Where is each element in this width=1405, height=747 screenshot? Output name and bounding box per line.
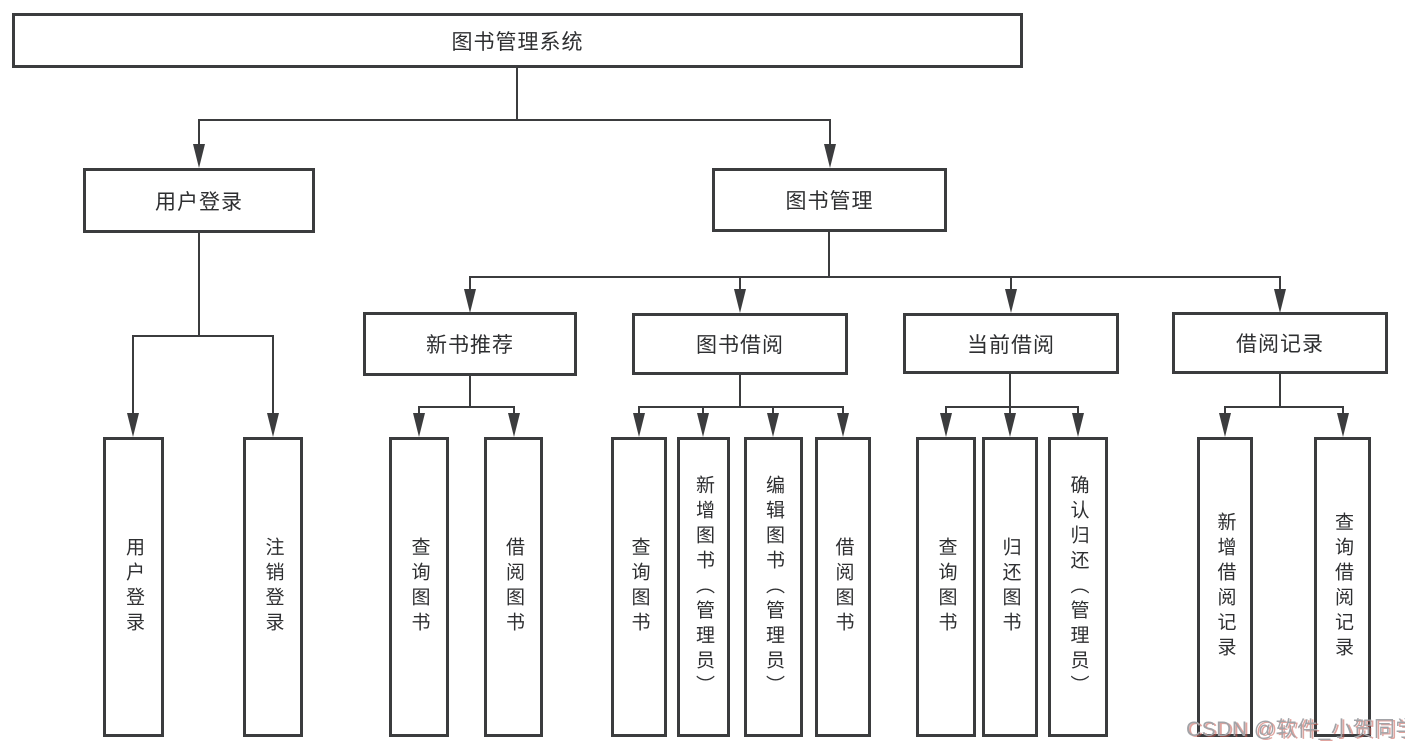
arrowhead-leaf-login <box>127 413 139 437</box>
leaf-add-books-admin: 新增图书（管理员） <box>677 437 730 737</box>
connector-user-login-shaft <box>198 119 200 146</box>
connector-user-login-stem <box>198 233 200 335</box>
leaf-add-borrow-record: 新增借阅记录 <box>1197 437 1253 737</box>
leaf-borrow-books: 借阅图书 <box>815 437 871 737</box>
connector-leaf-shaft <box>702 406 704 415</box>
node-book-management: 图书管理 <box>712 168 947 232</box>
connector-book-mgmt-shaft <box>829 119 831 146</box>
leaf-query-borrow-record: 查询借阅记录 <box>1314 437 1371 737</box>
arrowhead-current-borrow <box>1005 289 1017 313</box>
leaf-query-books-current-label: 查询图书 <box>935 537 957 637</box>
leaf-borrow-books-recommend-label: 借阅图书 <box>503 537 524 637</box>
connector-borrow-records-shaft <box>1279 276 1281 291</box>
leaf-edit-books-admin: 编辑图书（管理员） <box>744 437 803 737</box>
leaf-borrow-books-label: 借阅图书 <box>832 537 854 637</box>
leaf-logout-label: 注销登录 <box>262 537 284 637</box>
arrowhead-leaf <box>697 413 709 437</box>
connector-current-borrow-bar <box>945 406 1079 408</box>
node-borrow-records-label: 借阅记录 <box>1236 333 1324 356</box>
node-book-borrow: 图书借阅 <box>632 313 848 375</box>
node-book-borrow-label: 图书借阅 <box>696 334 784 357</box>
node-new-book-recommend: 新书推荐 <box>363 312 577 376</box>
connector-leaf-shaft <box>1077 406 1079 415</box>
node-borrow-records: 借阅记录 <box>1172 312 1388 374</box>
arrowhead-new-book <box>464 289 476 313</box>
connector-book-borrow-stem <box>739 375 741 406</box>
leaf-return-books-label: 归还图书 <box>999 537 1021 637</box>
connector-leaf-shaft <box>1009 406 1011 415</box>
connector-borrow-records-stem <box>1279 374 1281 406</box>
leaf-logout: 注销登录 <box>243 437 303 737</box>
arrowhead-book-mgmt <box>824 144 836 168</box>
connector-leaf-shaft <box>772 406 774 415</box>
node-user-login: 用户登录 <box>83 168 315 233</box>
arrowhead-leaf <box>1219 413 1231 437</box>
leaf-query-books-borrow-label: 查询图书 <box>628 537 650 637</box>
arrowhead-leaf <box>633 413 645 437</box>
node-root-label: 图书管理系统 <box>451 30 584 54</box>
leaf-confirm-return-admin-label: 确认归还（管理员） <box>1067 474 1089 700</box>
connector-book-borrow-bar <box>638 406 844 408</box>
node-user-login-label: 用户登录 <box>155 190 243 214</box>
connector-leaf-shaft <box>513 406 515 415</box>
node-current-borrow-label: 当前借阅 <box>967 333 1055 357</box>
arrowhead-borrow-records <box>1274 289 1286 313</box>
connector-book-borrow-shaft <box>739 276 741 291</box>
connector-root-bar <box>198 119 831 121</box>
arrowhead-leaf <box>508 413 520 437</box>
connector-new-book-bar <box>418 406 515 408</box>
node-root: 图书管理系统 <box>12 13 1023 68</box>
leaf-edit-books-admin-label: 编辑图书（管理员） <box>763 474 784 700</box>
leaf-borrow-books-recommend: 借阅图书 <box>484 437 543 737</box>
connector-new-book-stem <box>469 376 471 406</box>
arrowhead-leaf <box>1072 413 1084 437</box>
arrowhead-leaf <box>940 413 952 437</box>
arrowhead-leaf <box>767 413 779 437</box>
connector-book-mgmt-stem <box>828 232 830 276</box>
node-new-book-recommend-label: 新书推荐 <box>426 334 514 357</box>
connector-user-login-bar <box>132 335 274 337</box>
arrowhead-leaf <box>413 413 425 437</box>
connector-borrow-records-bar <box>1224 406 1343 408</box>
arrowhead-user-login <box>193 144 205 168</box>
csdn-watermark: CSDN @软件_小贺同学 <box>1186 718 1405 741</box>
leaf-query-books-recommend: 查询图书 <box>389 437 449 737</box>
leaf-query-books-borrow: 查询图书 <box>611 437 667 737</box>
connector-leaf-logout-shaft <box>272 335 274 415</box>
connector-leaf-shaft <box>945 406 947 415</box>
connector-book-mgmt-bar <box>469 276 1281 278</box>
leaf-confirm-return-admin: 确认归还（管理员） <box>1048 437 1108 737</box>
arrowhead-leaf <box>1337 413 1349 437</box>
connector-new-book-shaft <box>469 276 471 291</box>
connector-root-stem <box>516 68 518 119</box>
connector-current-borrow-stem <box>1009 374 1011 406</box>
arrowhead-leaf <box>1004 413 1016 437</box>
connector-leaf-login-shaft <box>132 335 134 415</box>
connector-leaf-shaft <box>1224 406 1226 415</box>
leaf-query-books-current: 查询图书 <box>916 437 976 737</box>
leaf-query-borrow-record-label: 查询借阅记录 <box>1332 512 1353 662</box>
arrowhead-leaf <box>837 413 849 437</box>
connector-current-borrow-shaft <box>1010 276 1012 291</box>
connector-leaf-shaft <box>842 406 844 415</box>
arrowhead-book-borrow <box>734 289 746 313</box>
arrowhead-leaf-logout <box>267 413 279 437</box>
leaf-add-books-admin-label: 新增图书（管理员） <box>693 474 714 700</box>
connector-leaf-shaft <box>1342 406 1344 415</box>
connector-leaf-shaft <box>418 406 420 415</box>
leaf-user-login-label: 用户登录 <box>123 537 144 637</box>
leaf-return-books: 归还图书 <box>982 437 1038 737</box>
node-book-management-label: 图书管理 <box>785 190 874 213</box>
leaf-add-borrow-record-label: 新增借阅记录 <box>1214 512 1236 662</box>
connector-leaf-shaft <box>638 406 640 415</box>
leaf-user-login: 用户登录 <box>103 437 164 737</box>
node-current-borrow: 当前借阅 <box>903 313 1119 374</box>
leaf-query-books-recommend-label: 查询图书 <box>408 537 430 637</box>
